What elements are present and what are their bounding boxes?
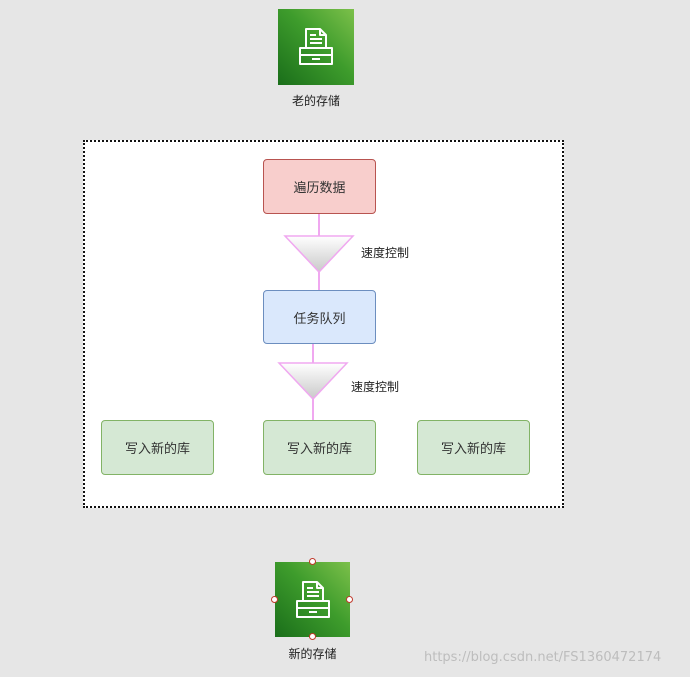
watermark-text: https://blog.csdn.net/FS1360472174 bbox=[424, 650, 662, 665]
resize-handle-right[interactable] bbox=[346, 596, 353, 603]
old-storage-label: 老的存储 bbox=[291, 94, 340, 108]
traverse-data-node[interactable]: 遍历数据 bbox=[263, 159, 376, 214]
speed-control-label-1: 速度控制 bbox=[361, 246, 410, 260]
new-storage-label: 新的存储 bbox=[288, 647, 337, 661]
write-new-db-node-1[interactable]: 写入新的库 bbox=[101, 420, 214, 475]
archive-icon bbox=[299, 28, 333, 65]
archive-icon bbox=[295, 580, 330, 618]
resize-handle-left[interactable] bbox=[271, 596, 278, 603]
write-new-db-node-3[interactable]: 写入新的库 bbox=[417, 420, 530, 475]
resize-handle-bottom[interactable] bbox=[309, 633, 316, 640]
write-new-db-node-2[interactable]: 写入新的库 bbox=[263, 420, 376, 475]
resize-handle-top[interactable] bbox=[309, 558, 316, 565]
speed-control-label-2: 速度控制 bbox=[351, 380, 400, 394]
speed-funnel-1 bbox=[283, 235, 355, 274]
task-queue-node[interactable]: 任务队列 bbox=[263, 290, 376, 344]
speed-funnel-2 bbox=[277, 362, 349, 401]
new-storage-icon[interactable] bbox=[275, 562, 350, 637]
old-storage-icon[interactable] bbox=[278, 9, 354, 85]
